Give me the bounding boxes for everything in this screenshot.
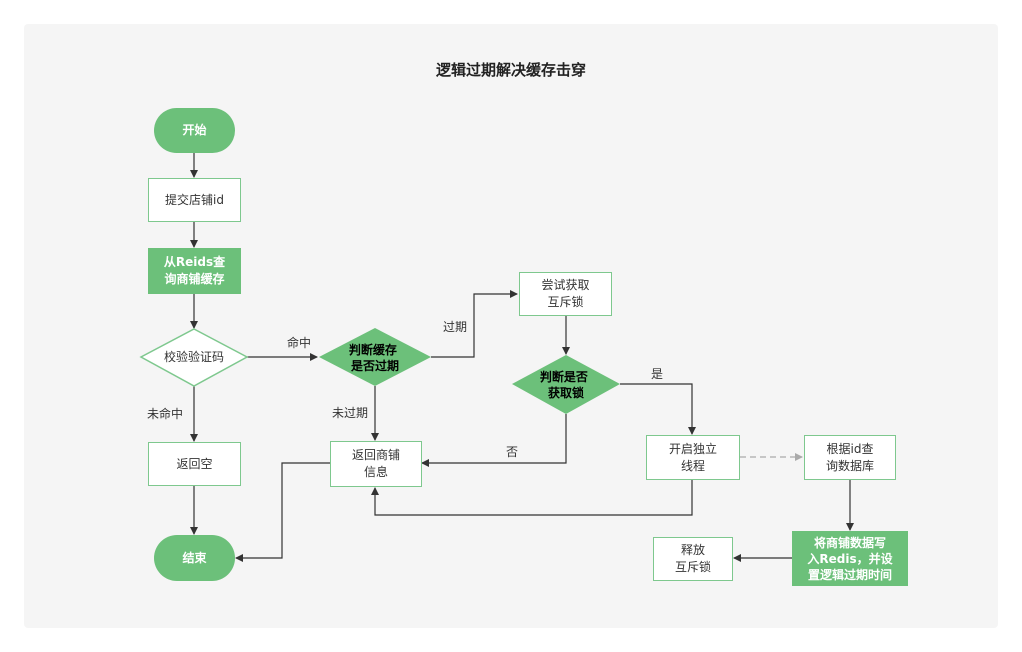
judge-expire-line1: 判断缓存	[349, 342, 397, 357]
judge-lock-line1: 判断是否	[540, 369, 588, 384]
query-redis-node: 从Reids查 询商铺缓存	[148, 248, 241, 294]
edge-judge-lock-open-thread	[620, 383, 696, 435]
edge-open-thread-return-shop	[371, 480, 693, 516]
end-node: 结束	[154, 535, 235, 581]
edge-judge-lock-return-shop	[421, 414, 567, 467]
judge-expire-diamond	[319, 328, 431, 386]
svg-text:判断是否 获取锁: 判断是否 获取锁	[540, 369, 592, 400]
edge-return-shop-end	[235, 462, 330, 562]
edge-label-yes: 是	[651, 367, 664, 381]
write-redis-node: 将商铺数据写 入Redis，并设 置逻辑过期时间	[792, 531, 908, 586]
check-captcha-diamond	[139, 328, 249, 387]
judge-lock-line2: 获取锁	[547, 385, 584, 400]
return-shop-info-node: 返回商铺 信息	[330, 441, 422, 487]
edge-label-hit: 命中	[287, 336, 312, 350]
submit-shop-id-node: 提交店铺id	[148, 178, 241, 222]
open-thread-node: 开启独立 线程	[646, 435, 740, 480]
try-lock-node: 尝试获取 互斥锁	[519, 272, 612, 316]
query-database-node: 根据id查 询数据库	[804, 435, 896, 480]
svg-text:判断缓存 是否过期: 判断缓存 是否过期	[349, 342, 401, 373]
edge-label-no: 否	[506, 445, 519, 459]
return-empty-node: 返回空	[148, 442, 241, 486]
check-captcha-label: 校验验证码	[164, 349, 224, 364]
diagram-title: 逻辑过期解决缓存击穿	[435, 61, 586, 79]
edge-label-miss: 未命中	[147, 407, 184, 421]
edge-label-not-expired: 未过期	[332, 406, 369, 420]
start-node: 开始	[154, 108, 235, 153]
judge-expire-line2: 是否过期	[350, 358, 399, 373]
edge-label-expired: 过期	[443, 320, 468, 334]
edge-judge-expire-try-lock	[431, 290, 518, 358]
release-lock-node: 释放 互斥锁	[653, 537, 733, 581]
judge-lock-diamond	[512, 355, 620, 414]
